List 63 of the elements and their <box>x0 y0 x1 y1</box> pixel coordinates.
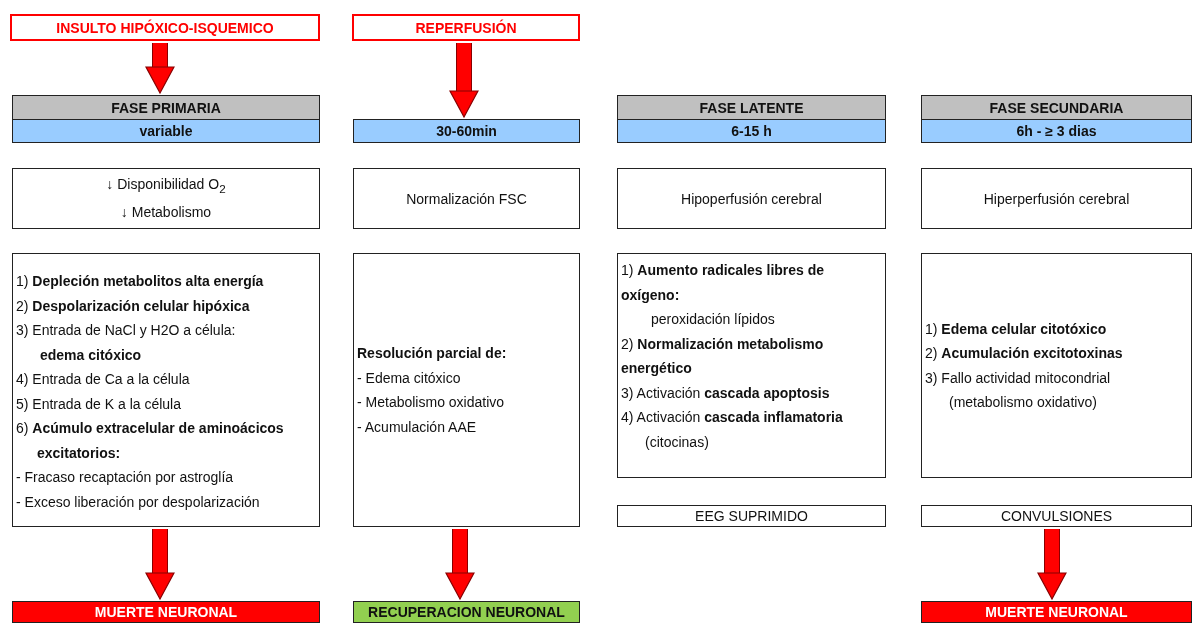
box-text: FASE LATENTE <box>699 99 804 116</box>
duration-bar <box>921 119 1192 143</box>
box-text: MUERTE NEURONAL <box>985 604 1128 620</box>
outcome-box <box>353 601 580 623</box>
list-item: 1) Aumento radicales libres de oxígeno: <box>621 261 826 305</box>
phase-header <box>12 95 320 120</box>
list-item: 3) Entrada de NaCl y H2O a célula: <box>16 321 237 340</box>
box-text: Hiperperfusión cerebral <box>983 190 1130 207</box>
duration-bar <box>12 119 320 143</box>
list-item: Resolución parcial de: <box>357 344 508 363</box>
list-item: 4) Activación cascada inflamatoria <box>621 408 844 427</box>
box-text: Normalización FSC <box>406 190 527 207</box>
box-text: MUERTE NEURONAL <box>94 604 238 620</box>
list-item: - Edema citóxico <box>357 368 462 388</box>
mechanism-box <box>353 253 580 527</box>
summary-box <box>921 168 1192 229</box>
mechanism-box <box>617 253 886 478</box>
phase-header <box>617 95 886 120</box>
list-item: 6) Acúmulo extracelular de aminoácicos excitatorios: <box>16 419 285 463</box>
duration-bar <box>617 119 886 143</box>
box-text: EEG SUPRIMIDO <box>695 508 808 524</box>
list-item: - Exceso liberación por despolarización <box>16 492 261 512</box>
list-item: (citocinas) <box>644 432 710 452</box>
box-text: ↓ Disponibilidad O$_{2}$ <box>106 174 226 197</box>
list-item: 2) Despolarización celular hipóxica <box>16 296 251 316</box>
list-item: 2) Acumulación excitotoxinas <box>925 344 1124 363</box>
box-text: 6-15 h <box>731 123 772 139</box>
box-text: variable <box>139 123 193 139</box>
box-text: REPERFUSIÓN <box>415 19 517 36</box>
outcome-box <box>921 601 1192 623</box>
clinical-sign-box <box>617 505 886 527</box>
box-text: ↓ Metabolismo <box>120 203 212 223</box>
list-item: edema citóxico <box>39 345 143 365</box>
box-text: FASE PRIMARIA <box>111 99 221 116</box>
summary-box <box>617 168 886 229</box>
box-text: INSULTO HIPÓXICO-ISQUEMICO <box>56 19 274 36</box>
list-item: peroxidación lípidos <box>650 310 776 329</box>
summary-box <box>12 168 320 229</box>
mechanism-box <box>12 253 320 527</box>
list-item: (metabolismo oxidativo) <box>948 393 1098 412</box>
list-item: - Fracaso recaptación por astroglía <box>16 468 235 487</box>
list-item: 3) Activación cascada apoptosis <box>621 383 831 403</box>
box-text: FASE SECUNDARIA <box>989 99 1124 116</box>
summary-box <box>353 168 580 229</box>
box-text: Hipoperfusión cerebral <box>681 190 822 207</box>
list-item: 1) Depleción metabolitos alta energía <box>16 272 265 291</box>
duration-bar <box>353 119 580 143</box>
list-item: - Metabolismo oxidativo <box>357 393 506 412</box>
event-box <box>352 14 580 41</box>
box-text: 6h - ≥ 3 dias <box>1016 123 1097 139</box>
box-text: 30-60min <box>436 123 497 139</box>
event-box <box>10 14 320 41</box>
box-text: RECUPERACION NEURONAL <box>368 604 565 620</box>
list-item: 3) Fallo actividad mitocondrial <box>925 368 1112 388</box>
list-item: - Acumulación AAE <box>357 417 478 437</box>
list-item: 5) Entrada de K a la célula <box>16 394 182 414</box>
list-item: 1) Edema celular citotóxico <box>925 319 1108 339</box>
phase-header <box>921 95 1192 120</box>
outcome-box <box>12 601 320 623</box>
list-item: 4) Entrada de Ca a la célula <box>16 370 191 389</box>
mechanism-box <box>921 253 1192 478</box>
box-text: CONVULSIONES <box>1000 508 1113 524</box>
clinical-sign-box <box>921 505 1192 527</box>
